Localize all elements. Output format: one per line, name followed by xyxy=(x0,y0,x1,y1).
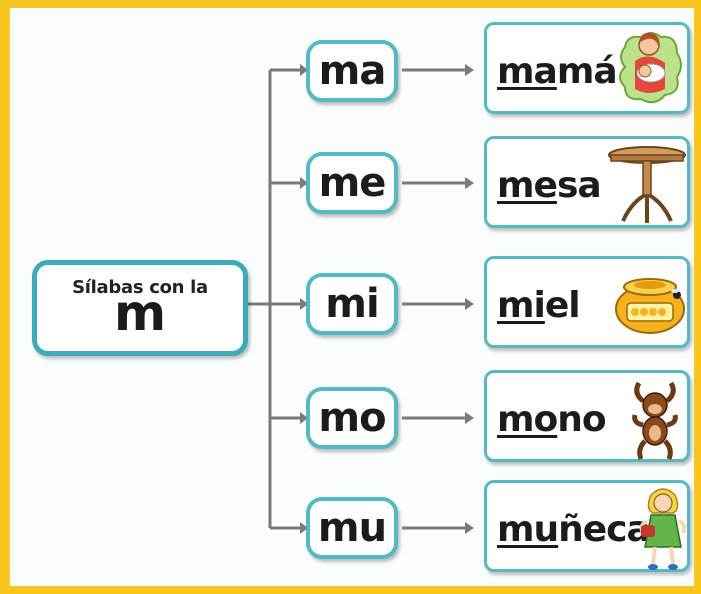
word-box-mesa: mesa xyxy=(484,136,690,228)
syllable-label: me xyxy=(318,160,387,206)
word-box-mono: mono xyxy=(484,370,690,462)
word-prefix: mo xyxy=(497,399,558,440)
doll-icon xyxy=(639,488,687,570)
connector-lines xyxy=(248,64,474,534)
word-rest: sa xyxy=(556,165,602,206)
diagram-canvas: Sílabas con la m ma me mi mo mu mamá mes… xyxy=(10,8,694,586)
honey-pot-icon xyxy=(615,278,685,334)
arrowhead-mu-2 xyxy=(465,522,474,534)
word-rest: má xyxy=(556,51,618,92)
word-box-muneca: muñeca xyxy=(484,480,690,572)
root-node: Sílabas con la m xyxy=(32,260,248,356)
root-letter: m xyxy=(113,284,167,342)
arrowhead-mo-2 xyxy=(465,412,474,424)
syllable-box-mi: mi xyxy=(306,273,398,335)
word-label: muñeca xyxy=(497,509,651,550)
syllable-box-ma: ma xyxy=(306,40,398,102)
syllable-label: ma xyxy=(318,48,387,94)
arrowhead-mi-2 xyxy=(465,298,474,310)
word-box-miel: miel xyxy=(484,256,690,348)
root-caption: Sílabas con la xyxy=(72,277,208,298)
arrowhead-ma-2 xyxy=(465,64,474,76)
word-prefix: mi xyxy=(497,285,546,326)
syllable-label: mi xyxy=(325,281,379,327)
arrowhead-ma-1 xyxy=(300,64,308,76)
word-label: mesa xyxy=(497,165,602,206)
arrowhead-mi-1 xyxy=(300,298,308,310)
word-rest: el xyxy=(544,285,581,326)
word-box-mama: mamá xyxy=(484,22,690,114)
word-label: miel xyxy=(497,285,581,326)
arrowhead-me-2 xyxy=(465,177,474,189)
word-rest: ñeca xyxy=(558,509,651,550)
word-label: mono xyxy=(497,399,607,440)
syllable-label: mu xyxy=(317,505,387,551)
word-rest: no xyxy=(557,399,606,440)
syllable-label: mo xyxy=(318,395,386,441)
syllable-box-mo: mo xyxy=(306,387,398,449)
word-prefix: ma xyxy=(497,51,558,92)
syllable-box-me: me xyxy=(306,152,398,214)
arrowhead-me-1 xyxy=(300,177,308,189)
table-icon xyxy=(608,146,686,223)
word-prefix: mu xyxy=(497,509,559,550)
word-label: mamá xyxy=(497,51,618,92)
word-prefix: me xyxy=(497,165,558,206)
arrowhead-mu-1 xyxy=(300,522,308,534)
arrowhead-mo-1 xyxy=(300,412,308,424)
monkey-icon xyxy=(632,381,678,460)
syllable-box-mu: mu xyxy=(306,497,398,559)
mother-with-baby-icon xyxy=(619,32,682,104)
